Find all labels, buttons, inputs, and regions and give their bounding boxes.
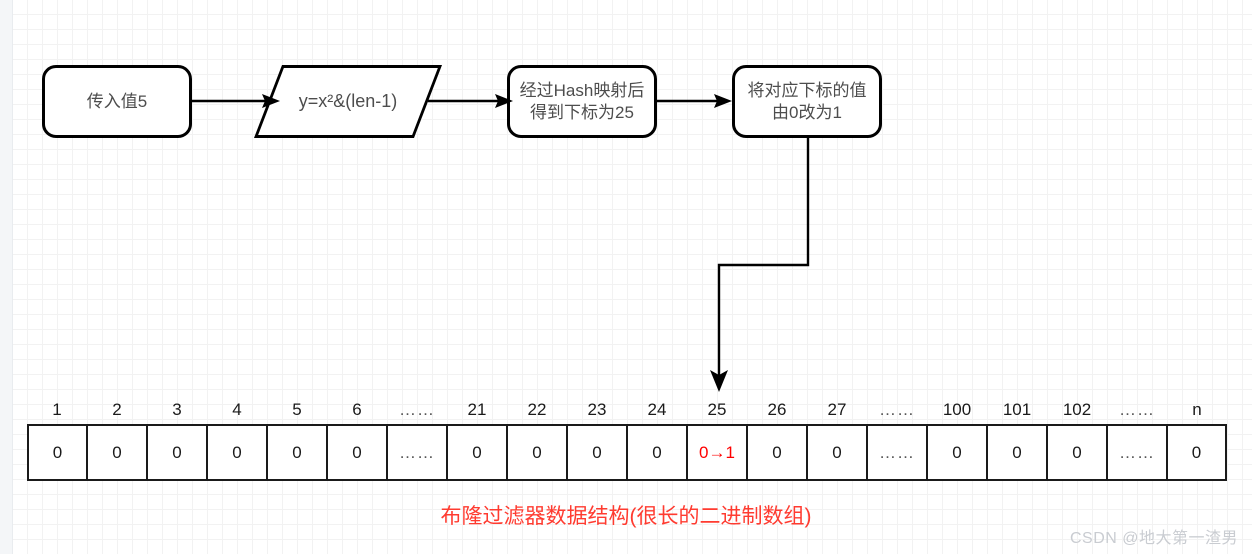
array-cell[interactable]: 0	[447, 424, 507, 481]
array-cell[interactable]: 0	[1047, 424, 1107, 481]
flow-node-input[interactable]: 传入值5	[42, 65, 192, 138]
array-cell[interactable]: 0	[747, 424, 807, 481]
flow-node-hash-func-label: y=x²&(len-1)	[298, 91, 398, 111]
connector-input-to-hash-func	[192, 94, 280, 108]
connector-hash-func-to-hash-result	[428, 94, 513, 108]
array-cell[interactable]: 0	[627, 424, 687, 481]
array-cell[interactable]: 0	[987, 424, 1047, 481]
array-header-ellipsis: ……	[879, 400, 915, 419]
array-cell-ellipsis: ……	[387, 424, 447, 481]
array-header: 102	[1062, 400, 1092, 419]
array-header: 27	[827, 400, 847, 419]
array-header: 21	[467, 400, 487, 419]
array-cell-ellipsis: ……	[1107, 424, 1167, 481]
array-header: 24	[647, 400, 667, 419]
array-cell[interactable]: 0	[327, 424, 387, 481]
array-cell[interactable]: 0	[807, 424, 867, 481]
array-header: 6	[352, 400, 362, 419]
array-cell[interactable]: 0	[147, 424, 207, 481]
array-cell[interactable]: 0	[267, 424, 327, 481]
array-header: 2	[112, 400, 122, 419]
array-header: n	[1192, 400, 1202, 419]
bloom-filter-bit-array: 0 0 0 0 0 0 …… 0 0 0 0 0→1 0 0 …… 0 0 0 …	[27, 424, 1227, 481]
array-header: 100	[942, 400, 972, 419]
array-header: 3	[172, 400, 182, 419]
array-cell[interactable]: 0	[567, 424, 627, 481]
array-header-ellipsis: ……	[399, 400, 435, 419]
array-header: 22	[527, 400, 547, 419]
array-index-headers: 1 2 3 4 5 6 …… 21 22 23 24 25 26 27 …… 1…	[27, 400, 1227, 422]
flow-node-hash-result-label: 经过Hash映射后 得到下标为25	[519, 81, 645, 122]
array-cell[interactable]: 0	[927, 424, 987, 481]
array-header: 23	[587, 400, 607, 419]
array-cell[interactable]: 0	[87, 424, 147, 481]
flow-node-input-label: 传入值5	[86, 91, 148, 111]
flow-node-hash-func[interactable]: y=x²&(len-1)	[253, 65, 443, 138]
connector-hash-result-to-set-bit	[657, 94, 732, 108]
array-cell[interactable]: 0	[507, 424, 567, 481]
left-margin-strip	[0, 0, 13, 554]
array-cell-25-highlighted[interactable]: 0→1	[687, 424, 747, 481]
array-header: 101	[1002, 400, 1032, 419]
array-cell[interactable]: 0	[27, 424, 87, 481]
array-header: 4	[232, 400, 242, 419]
array-header: 1	[52, 400, 62, 419]
array-header: 5	[292, 400, 302, 419]
flow-node-set-bit-label: 将对应下标的值 由0改为1	[747, 81, 867, 122]
csdn-watermark: CSDN @地大第一渣男	[1069, 530, 1238, 547]
array-cell[interactable]: 0	[207, 424, 267, 481]
array-header-25: 25	[707, 400, 727, 419]
connector-set-bit-to-array-cell-25	[710, 138, 810, 392]
diagram-caption: 布隆过滤器数据结构(很长的二进制数组)	[440, 505, 812, 528]
flow-node-set-bit[interactable]: 将对应下标的值 由0改为1	[732, 65, 882, 138]
array-header-ellipsis: ……	[1119, 400, 1155, 419]
array-header: 26	[767, 400, 787, 419]
array-cell-ellipsis: ……	[867, 424, 927, 481]
array-cell[interactable]: 0	[1167, 424, 1227, 481]
flow-node-hash-result[interactable]: 经过Hash映射后 得到下标为25	[507, 65, 657, 138]
